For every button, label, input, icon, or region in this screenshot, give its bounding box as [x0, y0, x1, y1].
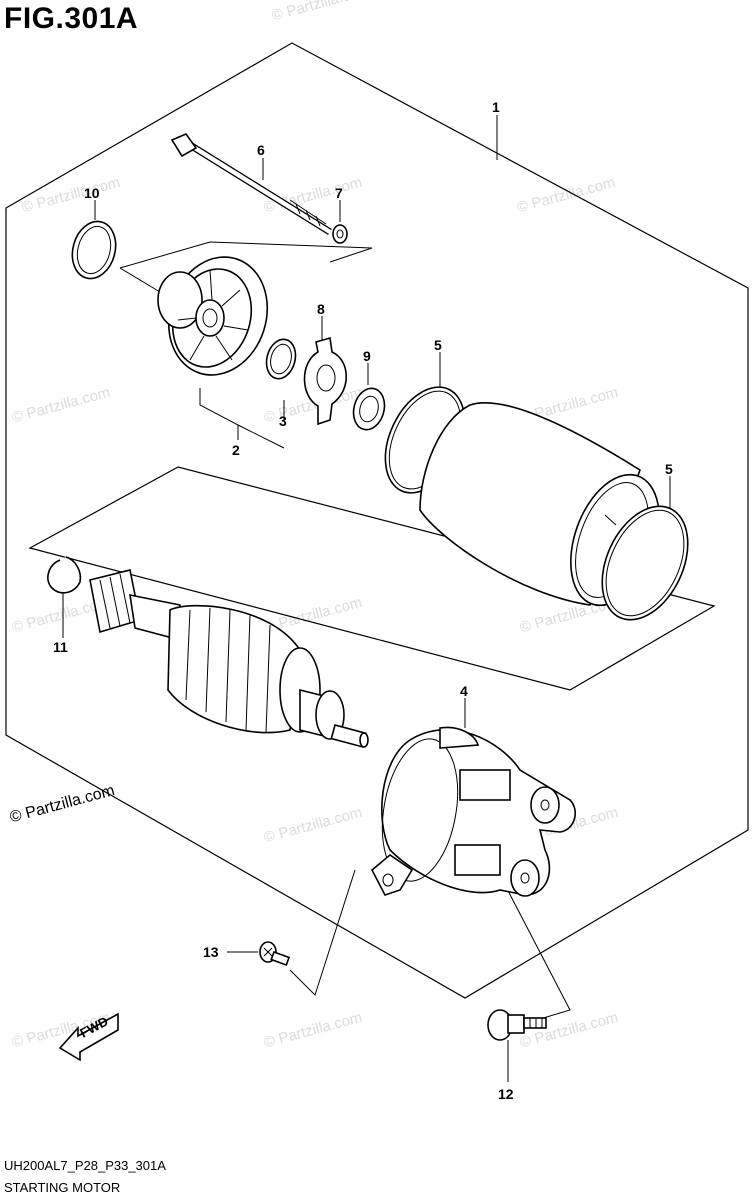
callout-10: 10 [84, 185, 100, 201]
housing-end-2 [157, 256, 269, 376]
callout-9: 9 [363, 348, 371, 364]
figure-title: FIG.301A [4, 2, 139, 35]
washer-9 [352, 387, 386, 431]
screw-13 [259, 941, 291, 967]
callout-13: 13 [203, 944, 219, 960]
lock-plate-8 [303, 336, 347, 426]
figure-code: UH200AL7_P28_P33_301A [4, 1158, 166, 1173]
callout-labels: 1 2 3 4 5 5 6 7 8 9 10 11 12 13 [53, 99, 673, 1102]
callout-11: 11 [53, 639, 68, 655]
circlip-11 [47, 556, 82, 594]
fwd-arrow-icon: FWD [58, 1012, 119, 1062]
callout-8: 8 [317, 301, 325, 317]
housing-rear-4 [370, 726, 576, 897]
callout-5-rear: 5 [665, 461, 673, 477]
callout-4: 4 [460, 683, 468, 699]
callout-3: 3 [279, 413, 287, 429]
o-ring-3 [265, 338, 297, 380]
armature-outline [28, 466, 716, 691]
leader-lines [62, 115, 671, 1082]
assembly-outline [5, 42, 749, 999]
washer-7 [332, 224, 348, 244]
callout-7: 7 [335, 185, 343, 201]
bolt-12 [487, 1009, 547, 1041]
through-bolt-6 [170, 133, 332, 235]
figure-caption: STARTING MOTOR [4, 1180, 121, 1195]
callout-6: 6 [257, 142, 265, 158]
armature [89, 569, 369, 748]
callout-1: 1 [492, 99, 500, 115]
callout-2: 2 [232, 442, 240, 458]
callout-5-front: 5 [434, 337, 442, 353]
o-ring-5-rear [601, 505, 689, 621]
callout-12: 12 [498, 1086, 514, 1102]
